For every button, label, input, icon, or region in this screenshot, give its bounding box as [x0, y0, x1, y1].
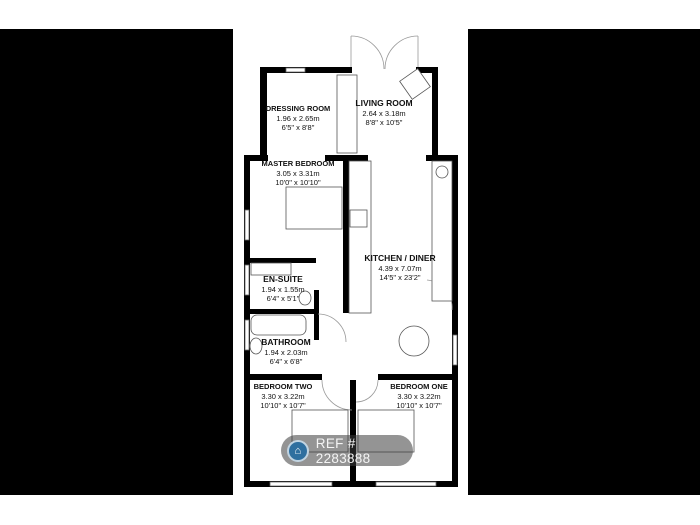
sofa [336, 74, 358, 154]
hob [349, 209, 368, 228]
sink [435, 165, 449, 179]
watermark-text: REF # 2283888 [315, 435, 371, 466]
home-icon: ⌂ [287, 439, 309, 462]
watermark: ⌂ REF # 2283888 [281, 435, 413, 466]
dining-table [398, 325, 430, 357]
ensuite-vanity [250, 262, 292, 276]
doors [317, 35, 453, 411]
ensuite-toilet [298, 290, 312, 306]
bed-master [285, 186, 343, 230]
kitchen-counter-right [431, 160, 453, 302]
furniture [249, 68, 453, 453]
bathroom-sink [249, 337, 263, 355]
bath [250, 314, 307, 336]
right-letterbox [468, 29, 700, 495]
kitchen-counter-left [348, 160, 372, 314]
armchair [399, 68, 431, 100]
left-letterbox [0, 29, 233, 495]
windows [244, 67, 458, 487]
